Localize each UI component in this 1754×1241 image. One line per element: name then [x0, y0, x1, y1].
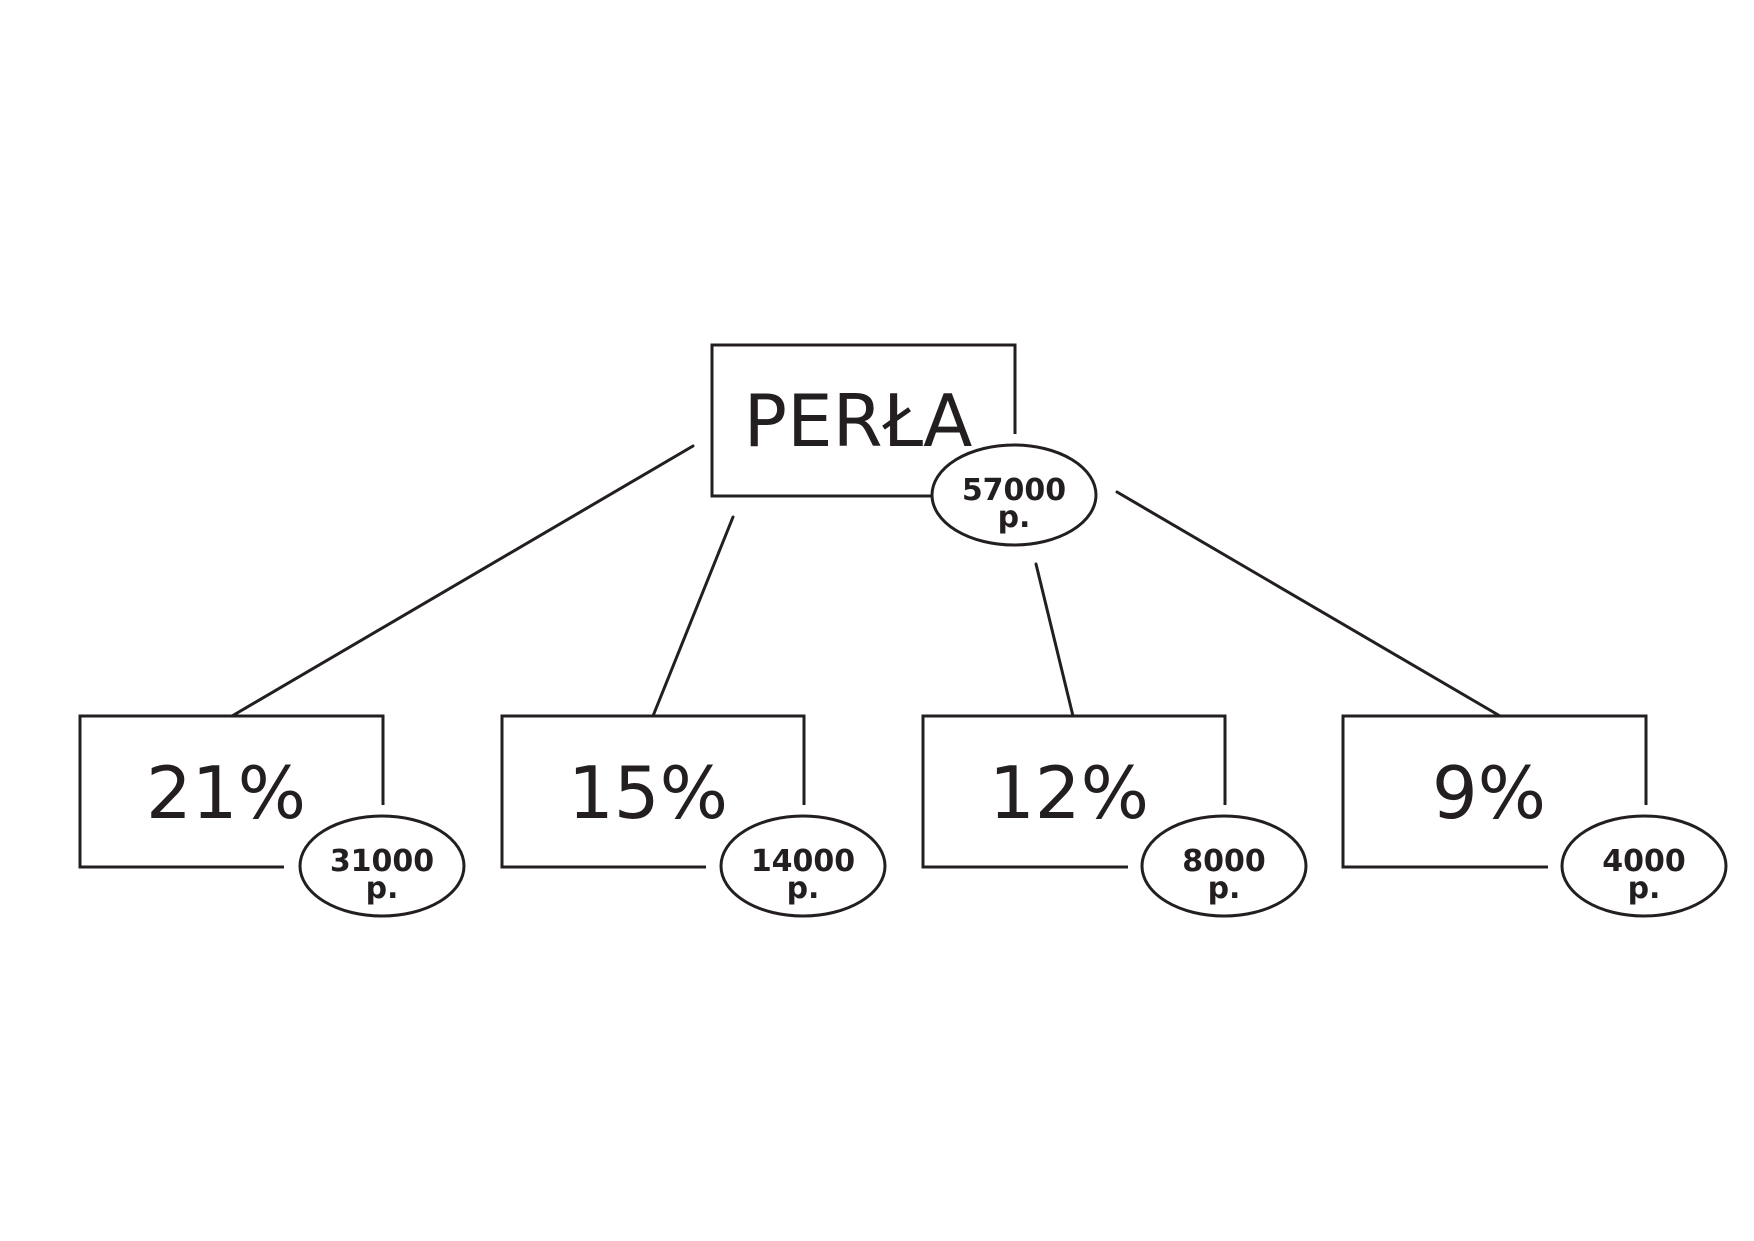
child-node-3-frame — [921, 714, 1227, 869]
child-node-3-badge: 8000 p. — [1140, 814, 1308, 918]
connectors — [230, 444, 1502, 718]
child-node-2-badge-oval — [719, 814, 887, 918]
child-node-2-badge-unit: p. — [787, 871, 820, 906]
child-node-1-frame — [78, 714, 385, 869]
child-node-1-badge-unit: p. — [366, 871, 399, 906]
child-node-4-badge-oval — [1560, 814, 1728, 918]
connector-root-to-child-4 — [1115, 490, 1502, 718]
root-node-frame — [710, 343, 1017, 498]
child-node-1-badge-value: 31000 — [330, 844, 434, 879]
child-node-3-badge-value: 8000 — [1182, 844, 1266, 879]
child-node-3-badge-oval — [1140, 814, 1308, 918]
root-node-badge: 57000 p. — [930, 443, 1098, 547]
connector-root-to-child-3 — [1034, 562, 1075, 718]
connector-root-to-child-1 — [230, 444, 695, 718]
root-node: PERŁA 57000 p. — [710, 343, 1098, 547]
root-node-badge-value: 57000 — [962, 473, 1066, 508]
child-node-4: 9% 4000 p. — [1341, 714, 1728, 918]
child-node-4-badge: 4000 p. — [1560, 814, 1728, 918]
connector-root-to-child-2 — [651, 515, 735, 718]
child-node-1-badge-oval — [298, 814, 466, 918]
child-node-3-badge-unit: p. — [1208, 871, 1241, 906]
root-node-label: PERŁA — [744, 379, 973, 463]
child-node-2: 15% 14000 p. — [500, 714, 887, 918]
child-node-4-label: 9% — [1432, 751, 1546, 835]
child-node-3-label: 12% — [989, 751, 1149, 835]
root-node-badge-oval — [930, 443, 1098, 547]
child-node-2-label: 15% — [568, 751, 728, 835]
child-node-4-badge-unit: p. — [1628, 871, 1661, 906]
child-node-1-label: 21% — [146, 751, 306, 835]
child-node-1: 21% 31000 p. — [78, 714, 466, 918]
child-node-2-badge: 14000 p. — [719, 814, 887, 918]
child-node-4-frame — [1341, 714, 1648, 869]
child-node-4-badge-value: 4000 — [1602, 844, 1686, 879]
child-node-1-badge: 31000 p. — [298, 814, 466, 918]
root-node-badge-unit: p. — [998, 500, 1031, 535]
child-node-3: 12% 8000 p. — [921, 714, 1308, 918]
child-node-2-badge-value: 14000 — [751, 844, 855, 879]
child-node-2-frame — [500, 714, 806, 869]
